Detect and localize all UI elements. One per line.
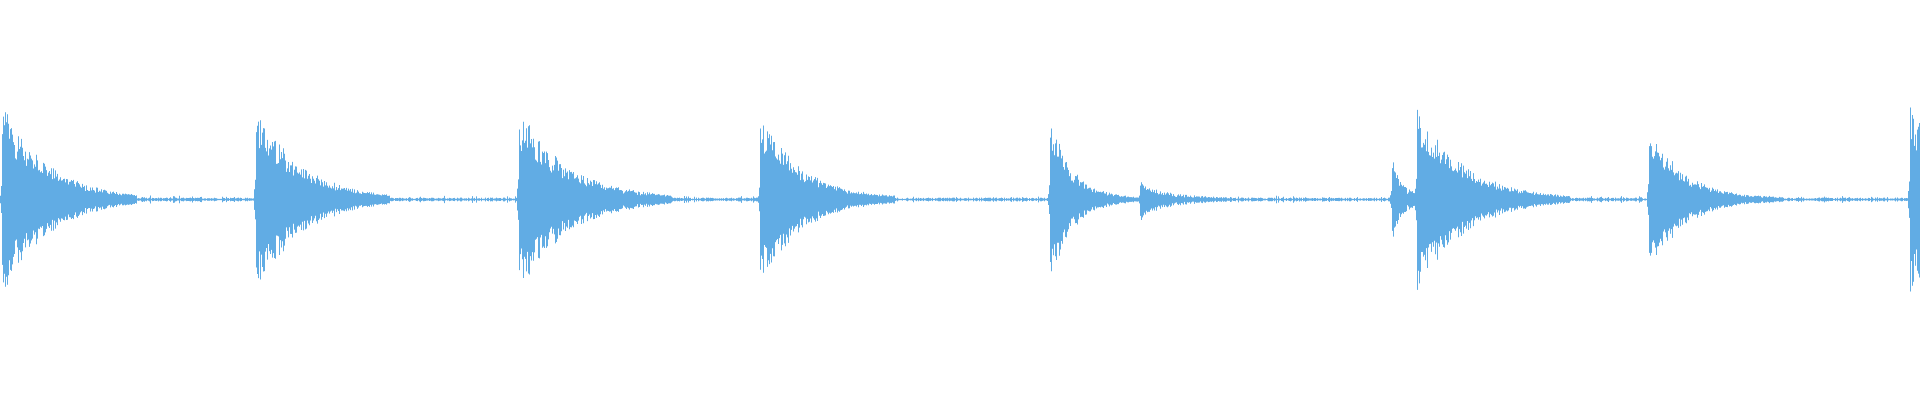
waveform-samples xyxy=(0,107,1920,292)
